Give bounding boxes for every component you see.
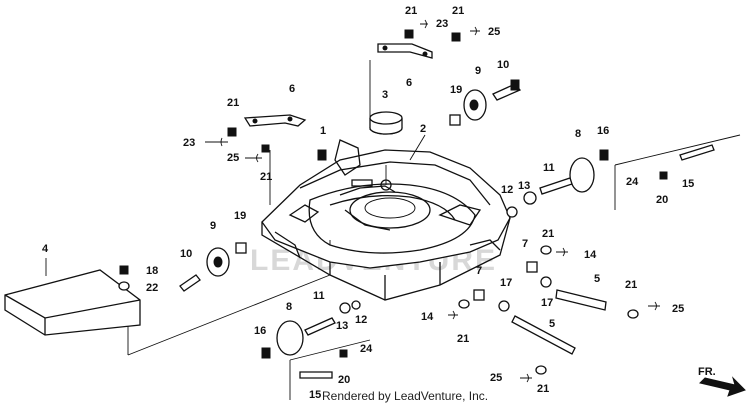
callout: 20 [338, 374, 350, 386]
wheel-upper [449, 79, 522, 126]
callout: 8 [575, 128, 581, 140]
nut-18 [119, 265, 129, 275]
footer-credit: Rendered by LeadVenture, Inc. [322, 389, 488, 403]
callout: 7 [522, 238, 528, 250]
callout: 16 [254, 325, 266, 337]
callout: 23 [183, 137, 195, 149]
callout: 17 [500, 277, 512, 289]
bolt-group-right [659, 144, 715, 180]
bolt-1 [317, 149, 327, 161]
callout: 5 [594, 273, 600, 285]
front-direction-arrow: FR. [698, 366, 746, 397]
callout: 23 [436, 18, 448, 30]
callout: 21 [260, 171, 272, 183]
callout: 21 [452, 5, 464, 17]
callout: 25 [490, 372, 502, 384]
wheel-right [506, 149, 609, 218]
callout: 25 [227, 152, 239, 164]
callout: 21 [227, 97, 239, 109]
mower-deck [261, 139, 511, 301]
callout: 10 [180, 248, 192, 260]
callout: 21 [405, 5, 417, 17]
clip-left [205, 137, 228, 147]
height-adjusters [448, 245, 660, 383]
callout: 9 [210, 220, 216, 232]
clip-upper [420, 19, 428, 29]
callout: 12 [355, 314, 367, 326]
left-bracket [243, 114, 307, 127]
callout: 17 [541, 297, 553, 309]
upper-bracket [377, 43, 433, 59]
callout: 7 [476, 265, 482, 277]
callout: 5 [549, 318, 555, 330]
callout: 21 [625, 279, 637, 291]
callout: 11 [313, 290, 325, 302]
nut-left [227, 127, 237, 137]
callout: 25 [488, 26, 500, 38]
callout: 8 [286, 301, 292, 313]
leader-lines [45, 60, 741, 400]
callout: 10 [497, 59, 509, 71]
clip-left-2 [245, 153, 262, 163]
wheel-left [179, 242, 247, 292]
nut-upper-2 [451, 32, 461, 42]
callout: 13 [336, 320, 348, 332]
callout: 4 [42, 243, 49, 255]
callout: 21 [537, 383, 549, 395]
clip-upper-2 [470, 26, 480, 36]
callout: 3 [382, 89, 388, 101]
callout: 12 [501, 184, 513, 196]
callout: 1 [320, 125, 326, 137]
nut-upper [404, 29, 414, 39]
callout: 19 [450, 84, 462, 96]
callout: 6 [289, 83, 295, 95]
callout: 22 [146, 282, 158, 294]
washer-22 [118, 281, 130, 291]
wheel-bottom [261, 300, 361, 359]
callout: 16 [597, 125, 609, 137]
callout: 24 [360, 343, 373, 355]
callout: 13 [518, 180, 530, 192]
discharge-flap [4, 269, 141, 336]
callout: 19 [234, 210, 246, 222]
callout: 15 [682, 178, 694, 190]
callout: 2 [420, 123, 426, 135]
fr-label: FR. [698, 366, 716, 378]
callout: 11 [543, 162, 555, 174]
callout: 25 [672, 303, 684, 315]
bumper [369, 111, 403, 135]
callout: 15 [309, 389, 321, 401]
callout: 20 [656, 194, 668, 206]
nut-left-2 [261, 144, 270, 153]
bolt-group-bottom [299, 349, 348, 379]
callout: 21 [457, 333, 469, 345]
callout: 6 [406, 77, 412, 89]
callout: 14 [421, 311, 434, 323]
callout: 14 [584, 249, 597, 261]
callout-labels: 21 23 21 25 6 10 9 19 3 6 21 23 25 21 1 … [42, 5, 694, 401]
callout: 18 [146, 265, 158, 277]
callout: 21 [542, 228, 554, 240]
callout: 24 [626, 176, 639, 188]
callout: 9 [475, 65, 481, 77]
